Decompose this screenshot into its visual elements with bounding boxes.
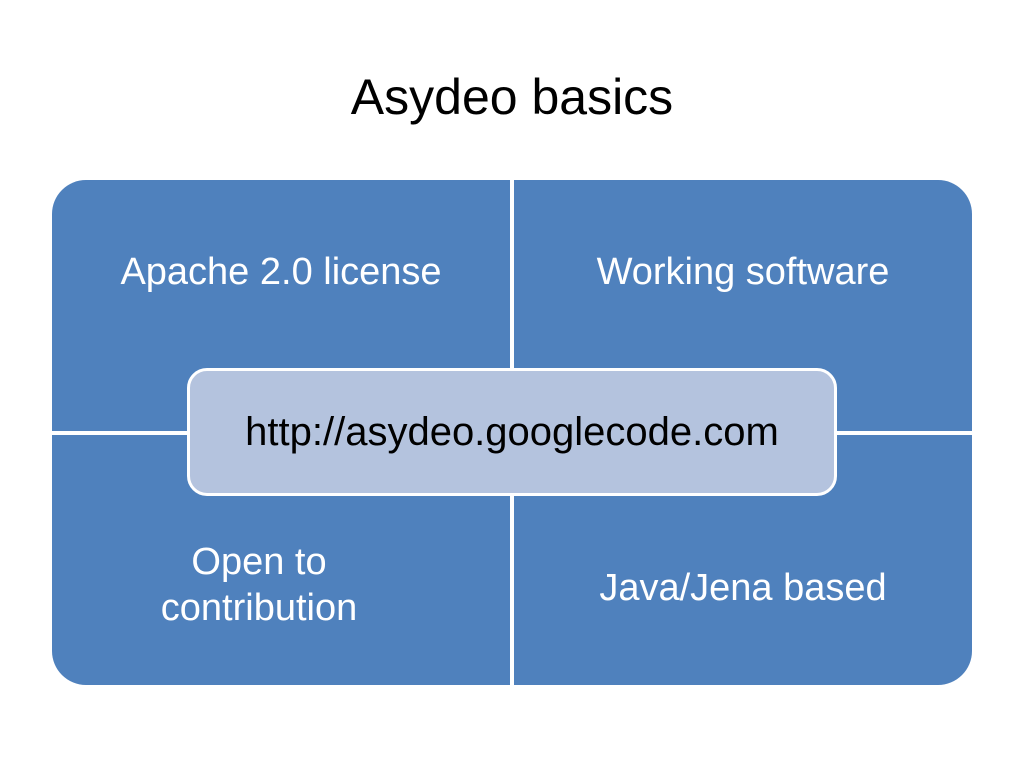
slide-title: Asydeo basics	[350, 69, 674, 125]
quadrant-top-left-label: Apache 2.0 license	[120, 251, 442, 293]
quadrant-bottom-left-label: Open to contribution	[160, 541, 358, 629]
matrix-diagram: Apache 2.0 license Working software Open…	[52, 180, 972, 685]
center-url-label: http://asydeo.googlecode.com	[245, 409, 779, 454]
center-url-box: http://asydeo.googlecode.com	[187, 368, 837, 496]
quadrant-top-right-label: Working software	[596, 251, 890, 293]
quadrant-bottom-right-label: Java/Jena based	[599, 567, 887, 609]
